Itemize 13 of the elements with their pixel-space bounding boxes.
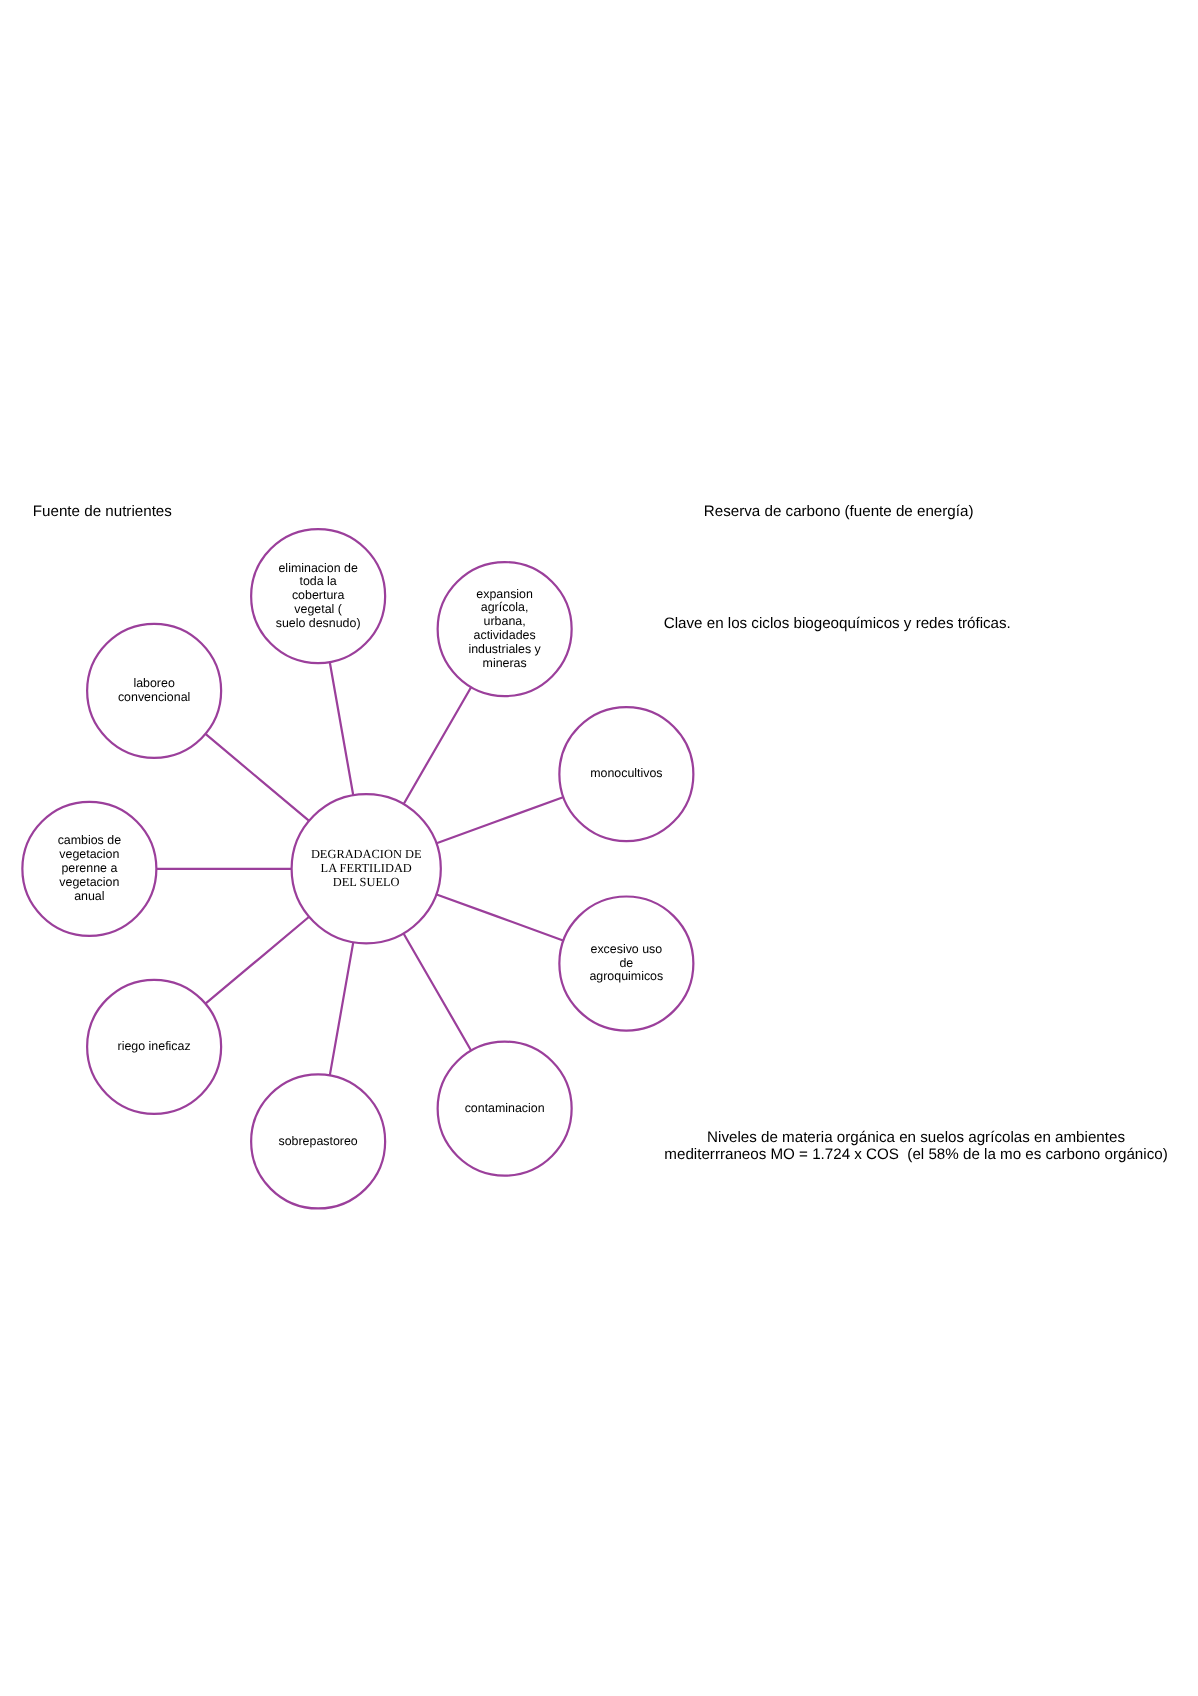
connector	[205, 733, 310, 822]
connector	[402, 933, 472, 1051]
connector	[436, 893, 564, 942]
connector	[156, 867, 292, 870]
connector	[402, 686, 472, 805]
label: Reserva de carbono (fuente de energía)	[703, 502, 974, 521]
label: Niveles de materia orgánica en suelos agrícolas en ambientes mediterrraneos MO = 1.724 x COS (el 58% de la mo es carbono orgánico)	[664, 1128, 1168, 1163]
connector	[328, 662, 355, 796]
connector	[205, 916, 310, 1005]
label: Fuente de nutrientes	[32, 502, 172, 521]
label: Clave en los ciclos biogeoquímicos y redes tróficas.	[663, 614, 1011, 633]
connector	[328, 942, 355, 1076]
connector	[436, 796, 564, 845]
